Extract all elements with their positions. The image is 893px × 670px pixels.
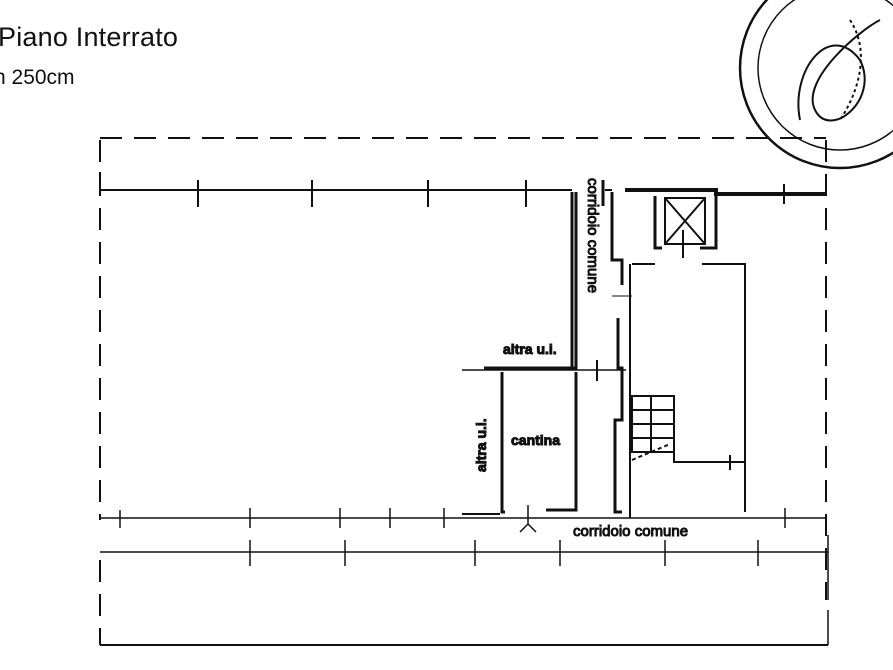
bottom-wall <box>100 505 826 533</box>
ceiling-height: h 250cm <box>0 66 75 89</box>
property-boundary <box>99 137 827 645</box>
label-corridoio-bottom: corridoio comune <box>573 523 688 540</box>
partition-walls <box>462 360 626 515</box>
label-altra-ui-top: altra u.i. <box>503 341 557 357</box>
stamp-seal <box>738 0 893 170</box>
dimension-line <box>100 535 829 646</box>
label-cantina: cantina <box>511 432 560 448</box>
page-title: Piano Interrato <box>0 22 179 52</box>
label-altra-ui-left: altra u.i. <box>473 418 489 472</box>
corridor-walls <box>570 192 632 514</box>
top-wall <box>99 172 826 207</box>
stair-room <box>629 263 746 518</box>
label-corridoio-vertical: corridoio comune <box>584 178 601 293</box>
elevator <box>653 196 718 258</box>
